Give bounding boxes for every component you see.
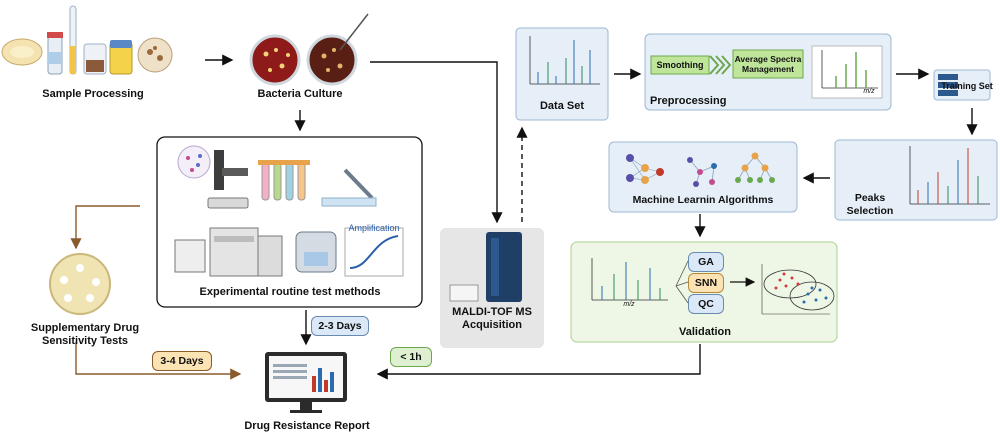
average-spectra-label: Average Spectra Management: [734, 54, 802, 75]
bacteria-culture-illustration: [249, 13, 369, 86]
preprocess-spectrum: [821, 50, 878, 89]
decision-tree-icon: [735, 152, 775, 183]
average-spectra-box: [732, 49, 804, 79]
two-three-days-badge: 2-3 Days: [311, 316, 369, 336]
drug-report-label: Drug Resistance Report: [244, 420, 370, 432]
validation-label: Validation: [679, 326, 731, 338]
graph-network-icon: [687, 157, 717, 187]
snn-model-box: SNN: [688, 273, 724, 293]
validation-mz-label: m/z: [623, 301, 635, 308]
preprocessing-label: Preprocessing: [650, 95, 727, 107]
ml-algorithms-panel: [608, 141, 798, 213]
training-set-server-icon: [933, 69, 991, 101]
brown-flow-arrows: [70, 205, 242, 380]
three-four-days-badge: 3-4 Days: [152, 351, 212, 371]
peaks-spectrum: [909, 146, 990, 205]
smoothing-box: [650, 55, 710, 75]
maldi-instrument-illustration: [449, 232, 522, 302]
peaks-selection-panel: [834, 139, 998, 221]
report-monitor-illustration: [265, 352, 347, 413]
flow-arrows: [205, 54, 978, 380]
clustering-scatter-plot: [761, 264, 835, 315]
smoothing-label: Smoothing: [656, 60, 704, 70]
ga-model-box: GA: [688, 252, 724, 272]
model-connectors: [675, 260, 689, 304]
sample-processing-label: Sample Processing: [42, 88, 144, 100]
ml-algorithms-label: Machine Learnin Algorithms: [632, 194, 774, 206]
validation-spectrum: [591, 258, 668, 301]
data-set-spectrum: [529, 36, 600, 85]
chevron-arrows-icon: [709, 55, 732, 75]
sensitivity-plate-illustration: [49, 253, 111, 315]
experimental-methods-label: Experimental routine test methods: [199, 286, 381, 298]
lab-equipment-illustration: [174, 145, 404, 277]
sample-processing-illustration: [1, 5, 173, 75]
bacteria-culture-label: Bacteria Culture: [257, 88, 343, 100]
data-set-panel: [515, 27, 609, 121]
peaks-selection-label: Peaks Selection: [846, 192, 894, 217]
qc-model-box: QC: [688, 294, 724, 314]
maldi-label: MALDI-TOF MS Acquisition: [452, 306, 532, 332]
training-set-label: Training Set: [941, 81, 993, 91]
data-set-label: Data Set: [539, 100, 585, 112]
neural-network-icon: [626, 154, 664, 184]
preprocess-mz-label: m/z: [863, 88, 875, 95]
amplification-label: Amplification: [348, 223, 400, 233]
preprocess-spectrum-box: [811, 45, 883, 99]
less-than-one-hour-badge: < 1h: [390, 347, 432, 367]
supplementary-tests-label: Supplementary Drug Sensitivity Tests: [30, 322, 140, 348]
